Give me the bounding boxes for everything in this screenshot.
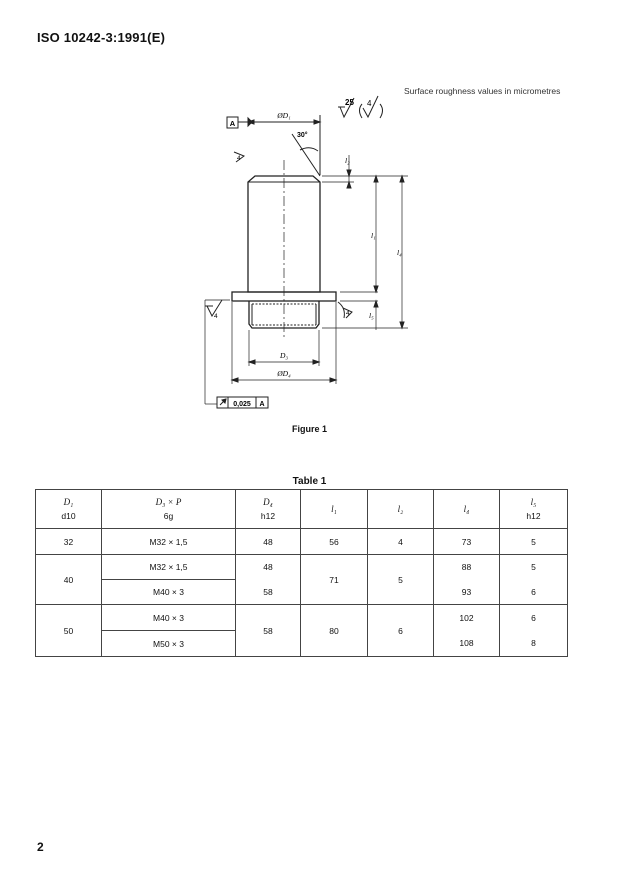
cell-l1: 80: [300, 604, 368, 657]
table-row: M40 × 3 58 93 6: [36, 579, 568, 605]
roughness-left-value: 4: [237, 155, 241, 162]
header-l2: l₂: [367, 489, 434, 529]
dim-l2: l₂: [345, 156, 350, 165]
cell-d4: 48: [235, 528, 301, 555]
roughness-symbol-main: [338, 97, 355, 119]
technical-drawing: 25 4 A ØD₁ 30° 4 l₂ l₁ l₄ l₅ 4 4 D₃ ØD₄ …: [204, 95, 408, 409]
dim-phi-d1: ØD₁: [276, 111, 291, 120]
cell-l5: 6: [499, 604, 568, 631]
roughness-symbol-alt: [359, 95, 383, 119]
cell-d1: 32: [35, 528, 102, 555]
cell-d3p: M50 × 3: [101, 630, 236, 657]
cell-l4: 88: [433, 554, 500, 580]
roughness-main-value: 25: [345, 98, 354, 107]
cell-l2: 6: [367, 604, 434, 657]
cell-l4: 108: [433, 630, 500, 657]
dim-phi-d4: ØD₄: [276, 369, 291, 378]
cell-l4: 102: [433, 604, 500, 631]
dim-l5: l₅: [369, 311, 374, 320]
cell-d1: 50: [35, 604, 102, 657]
header-l1: l₁: [300, 489, 368, 529]
figure-caption: Figure 1: [291, 424, 327, 434]
roughness-shoulder-value: 4: [346, 310, 350, 317]
page-number: 2: [37, 840, 44, 854]
dim-l4: l₄: [397, 248, 402, 257]
cell-d1: 40: [35, 554, 102, 605]
cell-d3p: M40 × 3: [101, 579, 236, 605]
tolerance-datum: A: [259, 401, 264, 408]
cell-l5: 5: [499, 528, 568, 555]
roughness-note: Surface roughness values in micrometres: [404, 86, 561, 96]
cell-d4: 58: [235, 604, 301, 657]
table-row: 32 M32 × 1,5 48 56 4 73 5: [35, 528, 568, 555]
cell-d3p: M32 × 1,5: [101, 528, 236, 555]
tolerance-frame: [216, 396, 269, 409]
cell-l2: 4: [367, 528, 434, 555]
table-title: Table 1: [292, 476, 327, 487]
cell-l1: 71: [300, 554, 368, 605]
cell-l2: 5: [367, 554, 434, 605]
cell-l5: 6: [499, 579, 568, 605]
dim-d3: D₃: [279, 351, 288, 360]
cell-d3p: M32 × 1,5: [101, 554, 236, 580]
tolerance-value: 0,025: [233, 401, 251, 408]
roughness-alt-value: 4: [367, 99, 372, 108]
datum-a-label: A: [230, 119, 236, 128]
header-l4: l₄: [433, 489, 500, 529]
table-row: 40 M32 × 1,5 48 71 5 88 5: [35, 554, 568, 605]
cell-d4: 58: [235, 579, 301, 605]
roughness-lower-value: 4: [214, 313, 218, 320]
cell-d4: 48: [235, 554, 301, 580]
dim-angle: 30°: [297, 131, 308, 139]
cell-l4: 73: [433, 528, 500, 555]
cell-l5: 5: [499, 554, 568, 580]
cell-l4: 93: [433, 579, 500, 605]
cell-l1: 56: [300, 528, 368, 555]
document-header: ISO 10242-3:1991(E): [37, 30, 166, 45]
table-row: M50 × 3 108 8: [36, 630, 568, 657]
dim-l1: l₁: [371, 231, 376, 240]
table-row: 50 M40 × 3 58 80 6 102 6: [35, 604, 568, 657]
cell-d3p: M40 × 3: [101, 604, 236, 631]
cell-l5: 8: [499, 630, 568, 657]
